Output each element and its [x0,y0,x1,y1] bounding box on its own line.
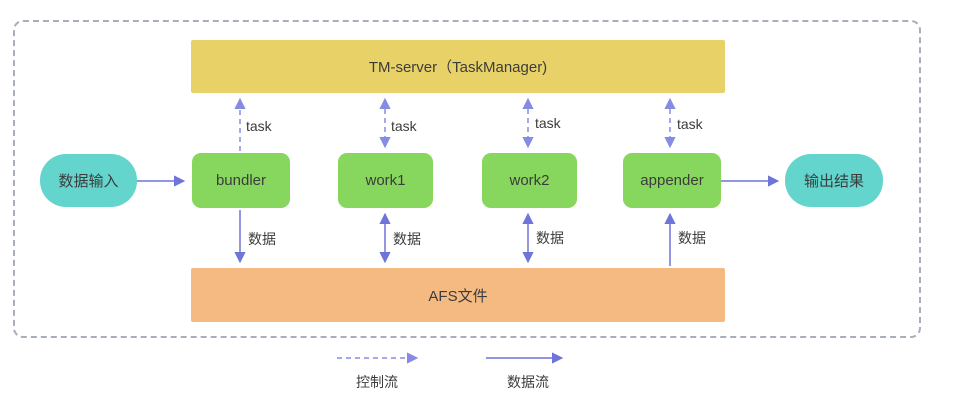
bundler-label: bundler [215,172,267,189]
afs-file-bar: AFS文件 [191,268,725,322]
edge-label-data-bundler: 数据 [248,231,276,247]
node-data-input: 数据输入 [40,154,137,207]
edge-label-task-work1: task [391,118,417,134]
data-input-label: 数据输入 [58,173,119,190]
work2-label: work2 [509,172,550,189]
edge-label-task-bundler: task [246,118,272,134]
node-work2: work2 [482,153,577,208]
dashed-boundary [13,20,921,338]
edge-label-data-appender: 数据 [678,230,706,246]
work1-label: work1 [365,172,406,189]
edge-label-data-work2: 数据 [536,230,564,246]
output-result-label: 输出结果 [803,173,864,190]
legend-control-flow-label: 控制流 [356,374,398,390]
afs-file-label: AFS文件 [428,287,488,305]
edge-label-task-appender: task [677,116,703,132]
legend-data-flow-label: 数据流 [507,374,549,390]
edge-label-data-work1: 数据 [393,231,421,247]
node-appender: appender [623,153,721,208]
edge-label-task-work2: task [535,115,561,131]
appender-label: appender [640,172,704,189]
node-output-result: 输出结果 [785,154,883,207]
tm-server-bar: TM-server（TaskManager) [191,40,725,93]
node-bundler: bundler [192,153,290,208]
tm-server-label: TM-server（TaskManager) [368,59,548,76]
node-work1: work1 [338,153,433,208]
